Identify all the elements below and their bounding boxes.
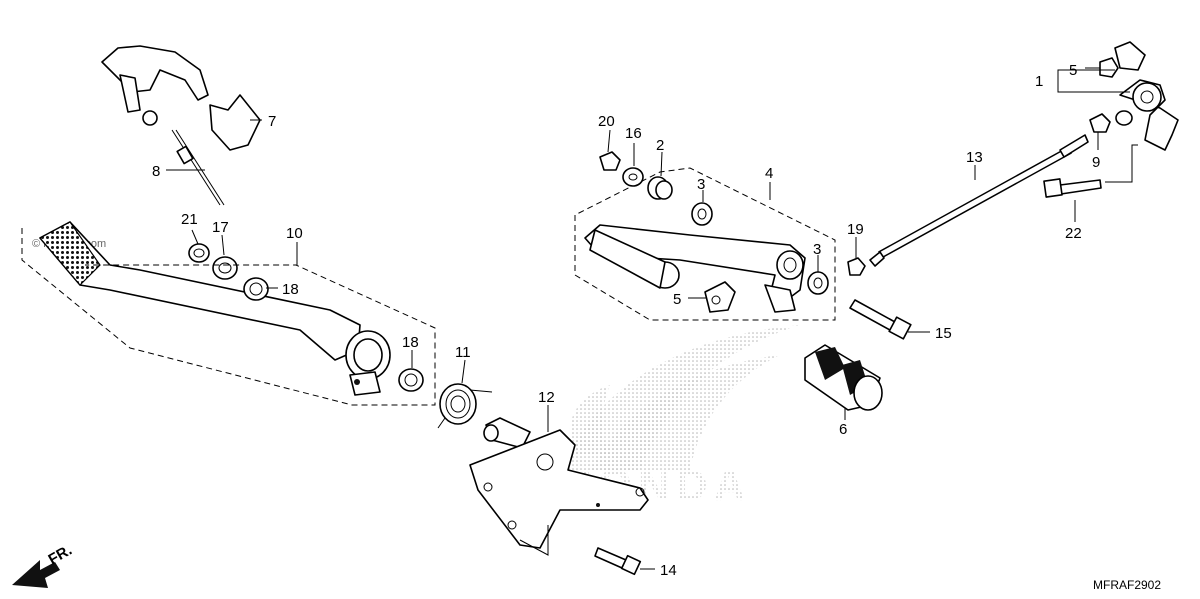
washer-17 — [212, 256, 238, 280]
callout-21: 21 — [181, 211, 198, 228]
callout-1: 1 — [1035, 73, 1043, 90]
callout-5-upper: 5 — [1069, 62, 1077, 79]
seal-18-upper — [243, 277, 269, 301]
nut-19 — [847, 257, 866, 276]
callout-10: 10 — [286, 225, 303, 242]
callout-labels: 1 2 3 3 4 5 5 6 7 8 9 10 11 12 13 14 15 … — [152, 62, 1100, 579]
callout-9: 9 — [1092, 154, 1100, 171]
callout-14: 14 — [660, 562, 677, 579]
callout-18-upper: 18 — [282, 281, 299, 298]
callout-20: 20 — [598, 113, 615, 130]
clip-21 — [188, 243, 210, 263]
rubber-bushing-2 — [647, 176, 673, 200]
callout-7: 7 — [268, 113, 276, 130]
callout-3-lower: 3 — [813, 241, 821, 258]
drawing-code: MFRAF2902 — [1093, 578, 1161, 592]
callout-11: 11 — [455, 344, 471, 361]
callout-12: 12 — [538, 389, 555, 406]
group-outline-10 — [21, 228, 436, 406]
gearshift-pedal — [39, 221, 391, 396]
callout-16: 16 — [625, 125, 642, 142]
nut-20 — [599, 151, 621, 171]
sensor-switch-assembly — [101, 45, 261, 206]
collar-3-lower — [807, 271, 829, 295]
callout-17: 17 — [212, 219, 229, 236]
shift-rod — [869, 134, 1089, 267]
pedal-rubber-6 — [804, 344, 883, 411]
honda-wing-logo: HONDA — [560, 325, 800, 510]
ball-joint-5-lower — [704, 281, 736, 313]
bolt-15 — [849, 299, 912, 340]
callout-3-upper: 3 — [697, 176, 705, 193]
return-spring — [437, 383, 493, 429]
tie-rod-end-1 — [1114, 41, 1179, 151]
leader-lines — [166, 67, 1138, 570]
mounting-bracket — [469, 429, 649, 549]
front-label: FR. — [46, 542, 75, 569]
seal-18-lower — [398, 368, 424, 392]
nut-9 — [1089, 113, 1111, 133]
callout-6: 6 — [839, 421, 847, 438]
ball-joint-5-upper — [1099, 57, 1119, 78]
callout-19: 19 — [847, 221, 864, 238]
collar-3-upper — [691, 202, 713, 226]
callout-22: 22 — [1065, 225, 1082, 242]
callout-5-lower: 5 — [673, 291, 681, 308]
callout-8: 8 — [152, 163, 160, 180]
callout-2: 2 — [656, 137, 664, 154]
callout-18-lower: 18 — [402, 334, 419, 351]
shift-arm — [584, 224, 806, 313]
group-outline-4 — [574, 167, 836, 321]
callout-4: 4 — [765, 165, 773, 182]
bolt-22 — [1043, 178, 1102, 198]
bolt-14 — [594, 547, 642, 576]
callout-13: 13 — [966, 149, 983, 166]
callout-15: 15 — [935, 325, 952, 342]
washer-16 — [622, 167, 644, 187]
front-direction-arrow: FR. — [12, 542, 75, 588]
pivot-shaft — [483, 417, 531, 449]
